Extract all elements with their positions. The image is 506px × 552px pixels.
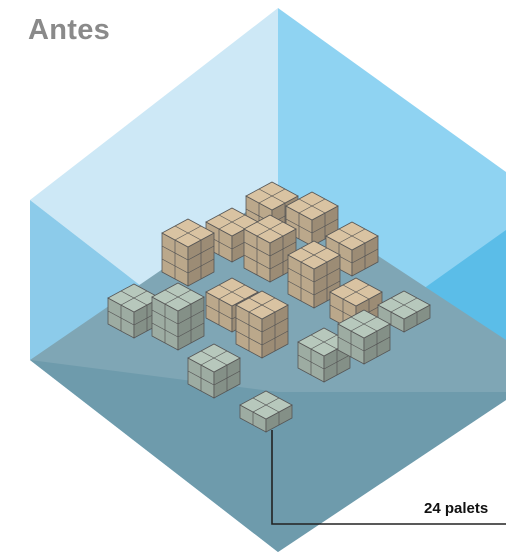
callout-label: 24 palets bbox=[424, 500, 488, 517]
page-title: Antes bbox=[28, 14, 110, 47]
pallet-stack bbox=[152, 283, 204, 350]
pallet-stack bbox=[236, 291, 288, 358]
pallet-stack bbox=[162, 219, 214, 286]
